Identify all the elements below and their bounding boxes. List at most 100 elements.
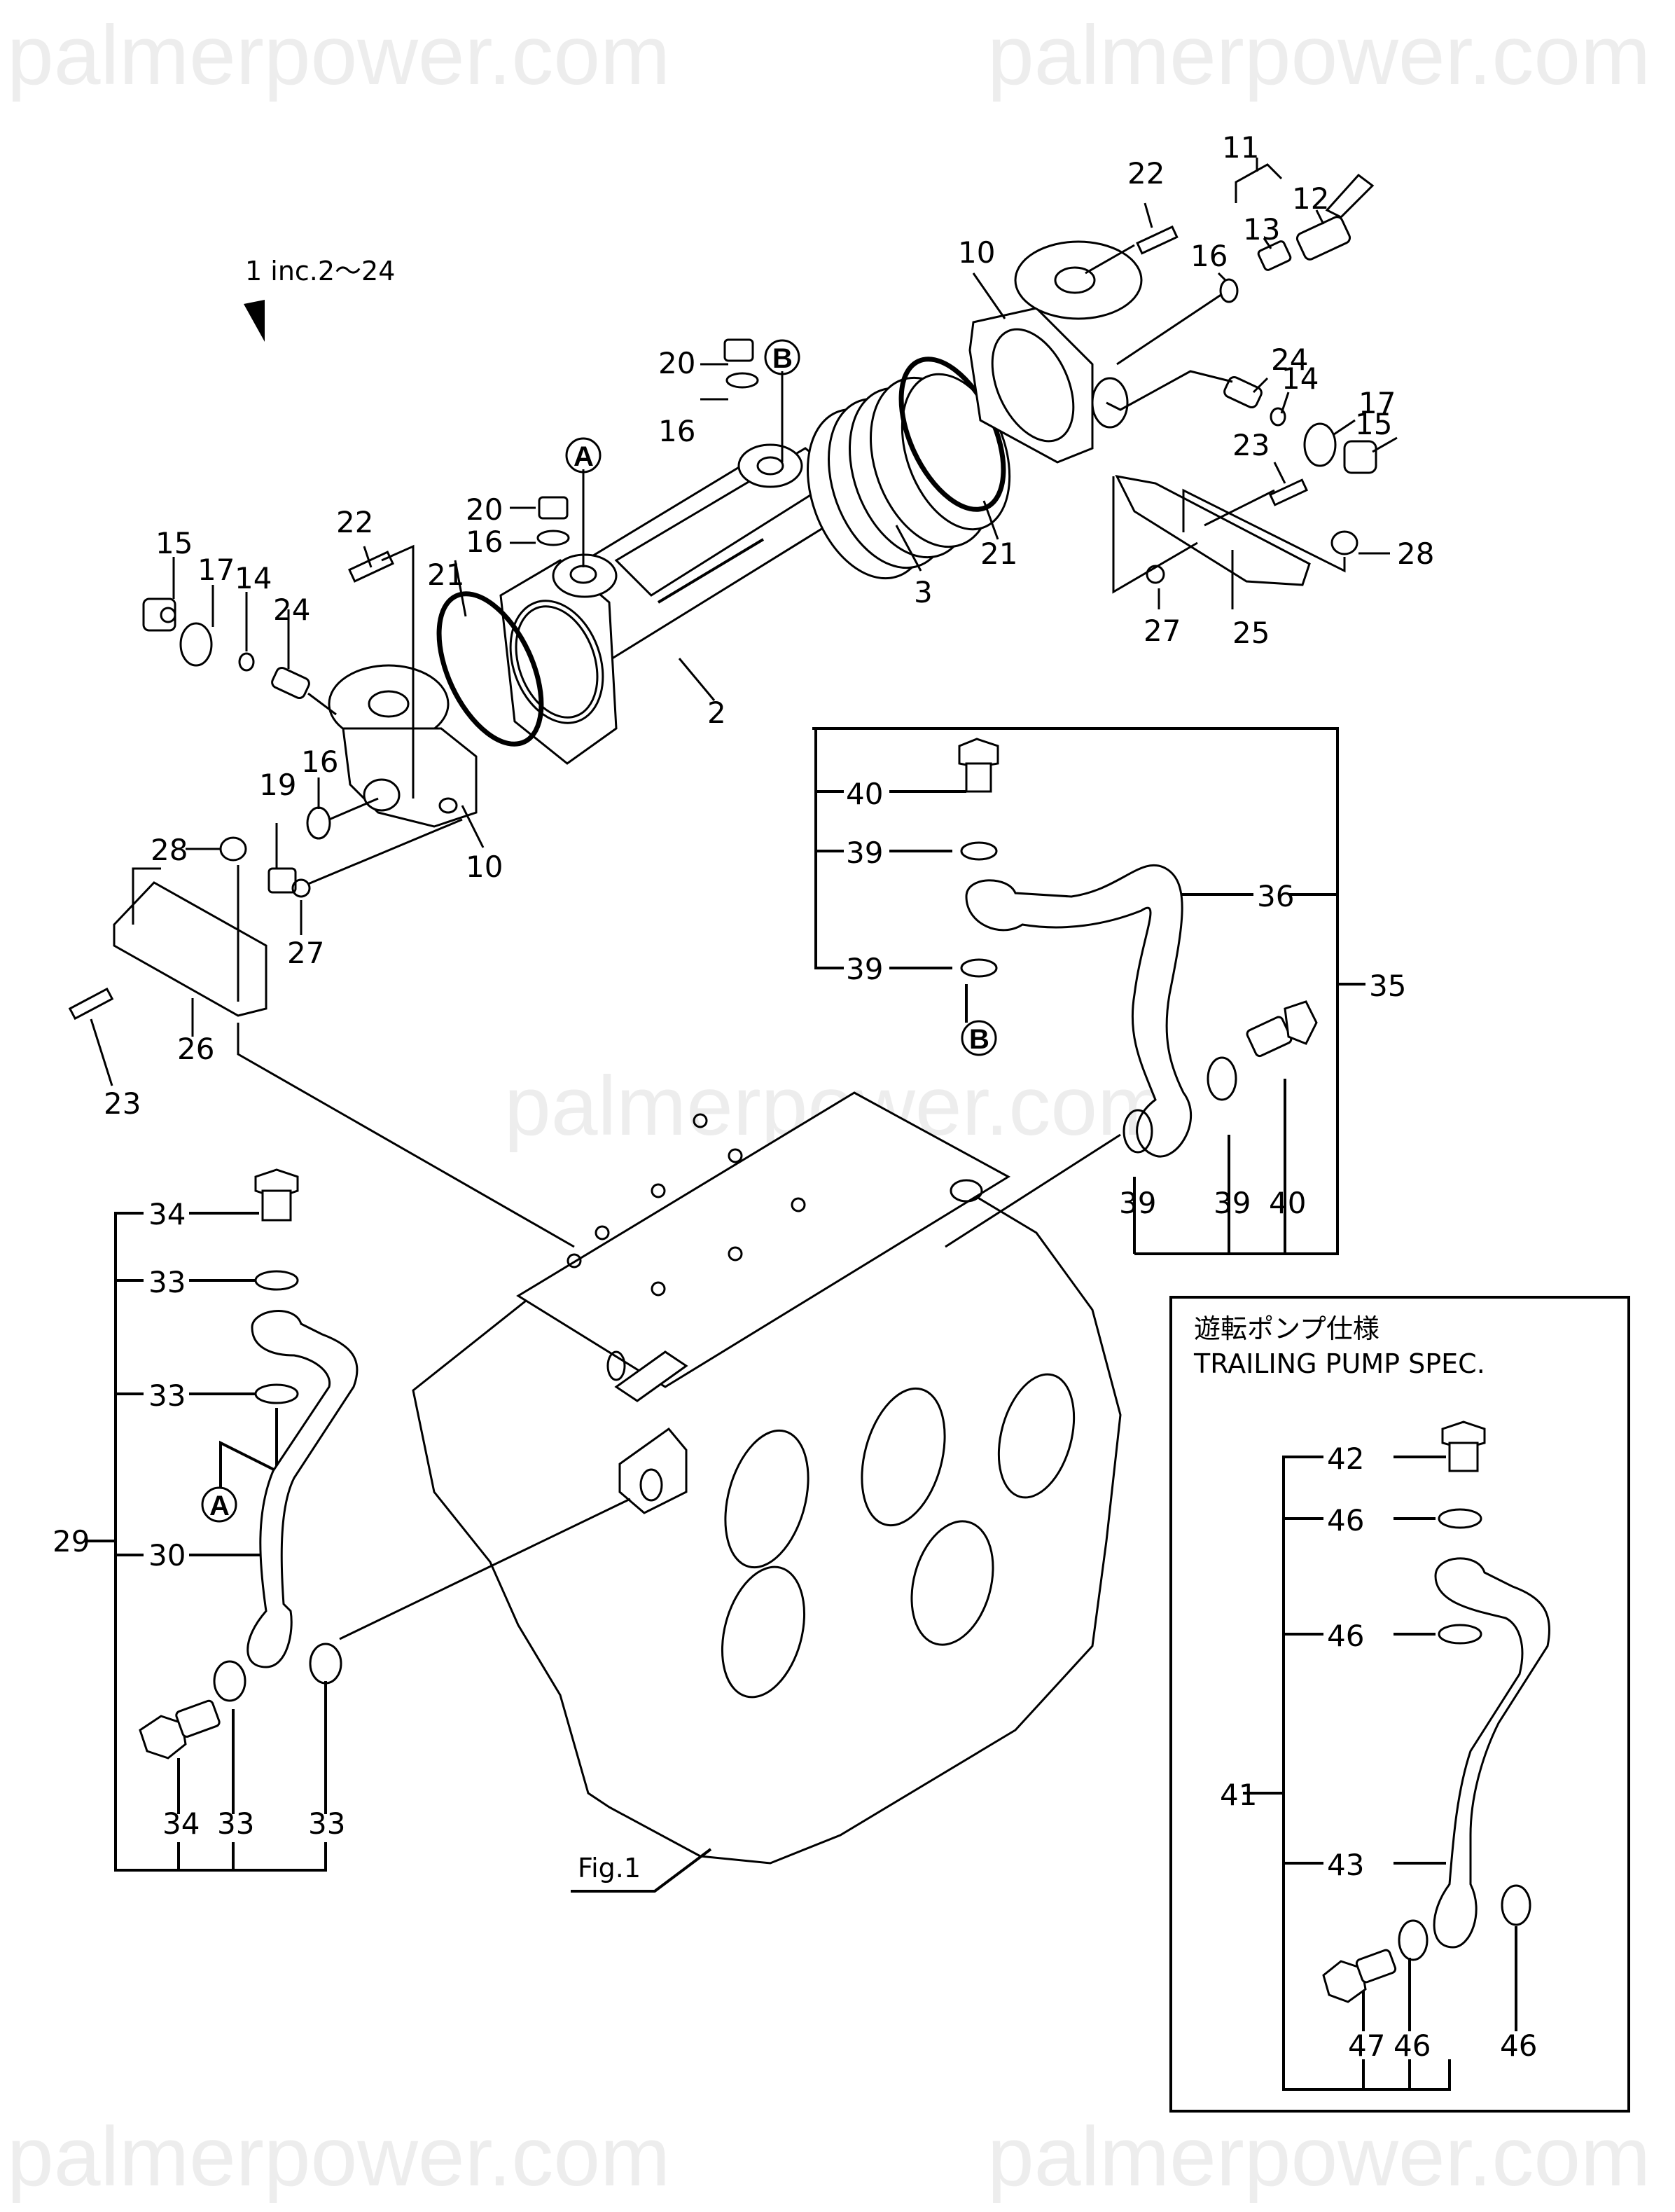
- banjo-bolt-47: [1322, 1949, 1397, 2003]
- direction-arrow-icon: [244, 300, 265, 342]
- cooler-body: [499, 443, 863, 765]
- callout-16-left: 16: [301, 745, 338, 779]
- ref-marker-b-lower-label: B: [969, 1024, 989, 1055]
- plug-15-left: [142, 597, 176, 632]
- banjo-bolt-40-bottom: [1246, 1000, 1318, 1058]
- callout-39-lower-b: 39: [1214, 1186, 1251, 1220]
- assembly-41-lines: [1243, 1456, 1517, 2091]
- plug-15-right: [1343, 440, 1377, 474]
- washer-39-lower-a: [1123, 1109, 1153, 1154]
- bolt-22-right: [1136, 225, 1179, 255]
- leader-lines: [90, 158, 1398, 1248]
- callout-39-top: 39: [846, 836, 883, 870]
- washer-16-left: [306, 806, 331, 840]
- banjo-bolt-34-bottom: [139, 1699, 221, 1760]
- callout-16-upper-b: 16: [658, 414, 695, 448]
- callout-33-mid: 33: [148, 1378, 186, 1413]
- callout-20-upper-a: 20: [466, 492, 503, 527]
- callout-19: 19: [259, 768, 296, 802]
- callout-21-left: 21: [427, 558, 464, 592]
- bolt-28-left: [219, 836, 247, 862]
- callout-28-left: 28: [151, 833, 188, 867]
- watermark-bottom-left: palmerpower.com: [7, 2110, 670, 2204]
- ref-marker-a-lower-label: A: [209, 1491, 230, 1521]
- callout-20-upper-b: 20: [658, 346, 695, 380]
- callout-2: 2: [707, 696, 726, 730]
- banjo-bolt-42: [1441, 1420, 1486, 1472]
- callout-27-right: 27: [1144, 614, 1181, 648]
- callout-40-bottom: 40: [1269, 1186, 1306, 1220]
- callout-3: 3: [914, 575, 933, 609]
- plug-20-right: [723, 338, 754, 362]
- gasket-17-right: [1303, 422, 1337, 467]
- watermark-top-left: palmerpower.com: [7, 8, 670, 102]
- callout-14-right: 14: [1281, 361, 1319, 396]
- callout-28-right: 28: [1397, 537, 1434, 571]
- watermark-top-right: palmerpower.com: [987, 8, 1650, 102]
- callout-16-right: 16: [1190, 239, 1228, 273]
- callout-46-lower-a: 46: [1393, 2028, 1431, 2063]
- washer-33-mid: [254, 1383, 299, 1404]
- figure-leader: [571, 1848, 712, 1893]
- bolt-23-left: [68, 987, 114, 1021]
- callout-46-top: 46: [1327, 1503, 1364, 1537]
- callout-21-right: 21: [980, 537, 1017, 571]
- callout-24-right: 24: [1271, 343, 1308, 377]
- bolt-28-right: [1330, 530, 1358, 555]
- anode-24-right: [1223, 375, 1263, 409]
- callout-42: 42: [1327, 1442, 1364, 1476]
- washer-33-top: [254, 1270, 299, 1291]
- assembly-29-box: [84, 1212, 631, 1872]
- bracket-26: [113, 881, 267, 1017]
- washer-46-lower-b: [1501, 1884, 1531, 1926]
- cover-right: [968, 240, 1143, 464]
- washer-39-lower-b: [1207, 1056, 1237, 1101]
- washer-46-mid: [1438, 1624, 1482, 1645]
- callout-15-left: 15: [155, 526, 193, 560]
- gear-case: [412, 1091, 1122, 1865]
- callout-46-mid: 46: [1327, 1619, 1364, 1653]
- washer-14-left: [238, 652, 255, 672]
- callout-29: 29: [53, 1524, 90, 1558]
- callout-17-right: 17: [1358, 386, 1396, 420]
- trailing-pump-title-en: TRAILING PUMP SPEC.: [1193, 1348, 1485, 1379]
- callout-34-top: 34: [148, 1197, 186, 1231]
- anode-24-left: [271, 666, 310, 700]
- callout-10-left: 10: [466, 850, 503, 884]
- callout-22-right: 22: [1127, 156, 1165, 191]
- assembly-35-box: [812, 727, 1365, 1255]
- callout-33-lower-a: 33: [217, 1806, 254, 1841]
- callout-34-bottom: 34: [162, 1806, 200, 1841]
- washer-16-plug20-right: [725, 372, 759, 389]
- callout-46-lower-b: 46: [1500, 2028, 1537, 2063]
- callout-17-left: 17: [197, 553, 235, 587]
- callout-24-left: 24: [273, 593, 310, 627]
- callout-43: 43: [1327, 1848, 1364, 1882]
- washer-14-right: [1270, 407, 1286, 427]
- callout-13: 13: [1243, 212, 1280, 247]
- washer-16-right: [1219, 278, 1239, 303]
- pipe-43: [1433, 1557, 1551, 1949]
- ref-marker-b-lower: [961, 1020, 997, 1056]
- callout-12: 12: [1292, 181, 1329, 216]
- washer-39-mid: [960, 958, 998, 978]
- callout-11: 11: [1222, 130, 1259, 165]
- callout-36: 36: [1257, 879, 1294, 913]
- plug-19: [267, 867, 297, 894]
- callout-40-top: 40: [846, 777, 883, 811]
- callout-15-right: 15: [1355, 407, 1392, 441]
- callout-27-left: 27: [287, 936, 324, 970]
- callout-26: 26: [177, 1032, 214, 1066]
- banjo-bolt-40-top: [958, 738, 999, 793]
- callout-35: 35: [1369, 969, 1406, 1003]
- callout-14-left: 14: [235, 561, 272, 595]
- washer-16-plug20-left: [536, 530, 570, 546]
- o-ring-21-left: [436, 591, 544, 747]
- bolt-23-right: [1268, 478, 1309, 506]
- callout-39-mid: 39: [846, 952, 883, 986]
- washer-46-lower-a: [1398, 1919, 1429, 1961]
- callout-23-right: 23: [1232, 428, 1270, 462]
- banjo-bolt-34-top: [254, 1168, 299, 1222]
- assembly-note: 1 inc.2～24: [245, 256, 395, 286]
- callout-33-lower-b: 33: [308, 1806, 345, 1841]
